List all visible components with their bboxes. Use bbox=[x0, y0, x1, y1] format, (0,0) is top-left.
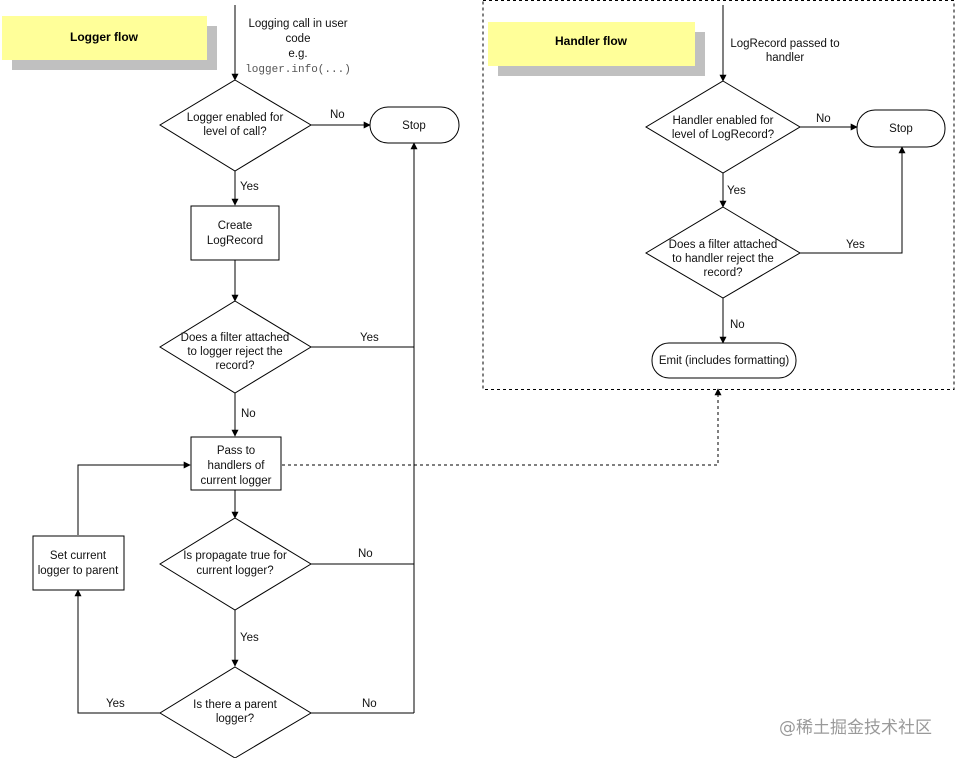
handler-stop-terminal: Stop bbox=[856, 109, 946, 148]
svg-text:Logger enabled for: Logger enabled for bbox=[187, 112, 284, 124]
svg-text:Does a filter attached: Does a filter attached bbox=[181, 332, 290, 344]
svg-text:e.g.: e.g. bbox=[288, 48, 307, 60]
svg-text:current logger?: current logger? bbox=[196, 565, 273, 577]
svg-text:level of LogRecord?: level of LogRecord? bbox=[672, 129, 774, 141]
svg-text:Set current: Set current bbox=[50, 550, 107, 562]
svg-text:LogRecord passed to: LogRecord passed to bbox=[730, 38, 839, 50]
logger-filter-yes-label: Yes bbox=[360, 332, 379, 344]
propagate-no-label: No bbox=[358, 548, 373, 560]
logger-enabled-yes-label: Yes bbox=[240, 181, 259, 193]
svg-text:Is there a parent: Is there a parent bbox=[193, 699, 278, 711]
svg-text:current logger: current logger bbox=[201, 475, 272, 487]
parent-logger-decision: Is there a parent logger? bbox=[159, 666, 312, 758]
handler-filter-decision: Does a filter attached to handler reject… bbox=[645, 206, 801, 299]
handler-filter-yes-label: Yes bbox=[846, 239, 865, 251]
set-parent-box: Set current logger to parent bbox=[32, 535, 125, 591]
svg-text:level of call?: level of call? bbox=[203, 126, 266, 138]
svg-text:Logging call in user: Logging call in user bbox=[248, 18, 347, 30]
handler-entry-text: LogRecord passed to handler bbox=[730, 38, 839, 64]
handler-flow-container bbox=[482, 0, 955, 390]
propagate-decision: Is propagate true for current logger? bbox=[159, 517, 312, 611]
logger-filter-no-label: No bbox=[241, 408, 256, 420]
handler-flow-title-note: Handler flow bbox=[488, 22, 705, 76]
svg-text:code: code bbox=[286, 33, 311, 45]
handler-enabled-yes-label: Yes bbox=[727, 185, 746, 197]
svg-text:record?: record? bbox=[216, 360, 255, 372]
svg-text:LogRecord: LogRecord bbox=[207, 235, 263, 247]
handler-filter-no-label: No bbox=[730, 319, 745, 331]
svg-text:record?: record? bbox=[704, 267, 743, 279]
svg-text:Does a filter attached: Does a filter attached bbox=[669, 239, 778, 251]
svg-text:handler: handler bbox=[766, 52, 805, 64]
emit-terminal: Emit (includes formatting) bbox=[651, 342, 797, 379]
svg-text:Pass to: Pass to bbox=[217, 445, 255, 457]
logger-flow-title: Logger flow bbox=[70, 30, 139, 44]
svg-text:Is propagate true for: Is propagate true for bbox=[183, 550, 287, 562]
svg-text:Stop: Stop bbox=[889, 123, 913, 135]
svg-text:handlers of: handlers of bbox=[208, 460, 266, 472]
svg-text:to logger reject the: to logger reject the bbox=[187, 346, 282, 358]
handler-flow-title: Handler flow bbox=[555, 34, 628, 48]
svg-text:Emit (includes formatting): Emit (includes formatting) bbox=[659, 355, 790, 367]
handler-enabled-decision: Handler enabled for level of LogRecord? bbox=[645, 80, 801, 174]
logger-flow-title-note: Logger flow bbox=[2, 16, 217, 70]
logger-flow-connectors bbox=[74, 5, 722, 714]
logger-entry-text: Logging call in user code e.g. logger.in… bbox=[245, 18, 351, 76]
logger-filter-decision: Does a filter attached to logger reject … bbox=[159, 300, 312, 394]
svg-text:logger.info(...): logger.info(...) bbox=[245, 64, 351, 76]
logger-enabled-decision: Logger enabled for level of call? bbox=[159, 79, 312, 172]
parent-no-label: No bbox=[362, 698, 377, 710]
pass-to-handlers-box: Pass to handlers of current logger bbox=[190, 436, 282, 491]
parent-yes-label: Yes bbox=[106, 698, 125, 710]
handler-flow-connectors bbox=[719, 5, 906, 344]
svg-text:Stop: Stop bbox=[402, 120, 426, 132]
logger-stop-terminal: Stop bbox=[369, 106, 460, 144]
svg-text:to handler reject the: to handler reject the bbox=[672, 253, 774, 265]
svg-text:Handler enabled for: Handler enabled for bbox=[672, 115, 773, 127]
svg-text:logger to parent: logger to parent bbox=[38, 565, 119, 577]
handler-enabled-no-label: No bbox=[816, 113, 831, 125]
svg-text:logger?: logger? bbox=[216, 713, 254, 725]
logger-enabled-no-label: No bbox=[330, 109, 345, 121]
propagate-yes-label: Yes bbox=[240, 632, 259, 644]
svg-text:Create: Create bbox=[218, 220, 253, 232]
create-logrecord-box: Create LogRecord bbox=[190, 205, 280, 261]
watermark: @稀土掘金技术社区 bbox=[779, 718, 932, 738]
